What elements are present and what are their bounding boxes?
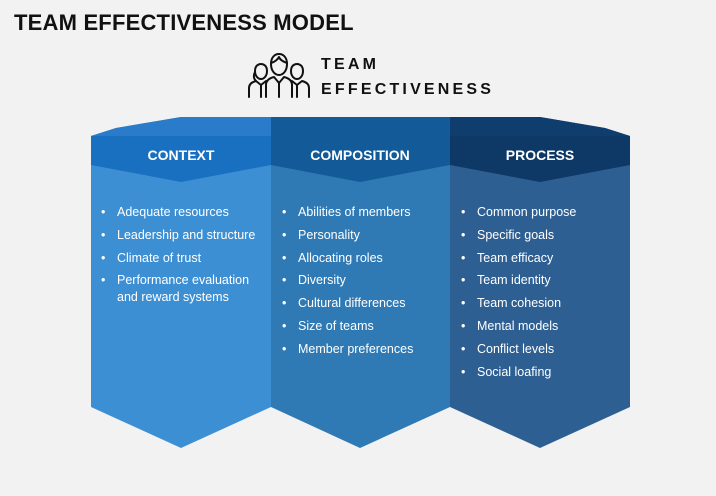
column-cap-composition bbox=[271, 117, 450, 182]
composition-list: Abilities of members Personality Allocat… bbox=[282, 204, 444, 364]
list-item: Social loafing bbox=[461, 364, 623, 381]
process-list: Common purpose Specific goals Team effic… bbox=[461, 204, 623, 386]
list-item: Team identity bbox=[461, 272, 623, 289]
list-item: Size of teams bbox=[282, 318, 444, 335]
list-item: Climate of trust bbox=[101, 250, 261, 267]
list-item: Personality bbox=[282, 227, 444, 244]
list-item: Allocating roles bbox=[282, 250, 444, 267]
list-item: Mental models bbox=[461, 318, 623, 335]
cap-top-context bbox=[91, 117, 271, 136]
list-item: Leadership and structure bbox=[101, 227, 261, 244]
list-item: Adequate resources bbox=[101, 204, 261, 221]
list-item: Specific goals bbox=[461, 227, 623, 244]
list-item: Performance evaluation and reward system… bbox=[101, 272, 261, 306]
list-item: Member preferences bbox=[282, 341, 444, 358]
team-people-icon bbox=[248, 53, 310, 98]
list-item: Cultural differences bbox=[282, 295, 444, 312]
cap-top-process bbox=[450, 117, 630, 136]
context-list: Adequate resources Leadership and struct… bbox=[101, 204, 261, 312]
list-item: Diversity bbox=[282, 272, 444, 289]
header-line-2: EFFECTIVENESS bbox=[321, 81, 495, 98]
header-label: TEAM EFFECTIVENESS bbox=[321, 52, 494, 102]
column-title-process: PROCESS bbox=[505, 147, 575, 163]
column-title-context: CONTEXT bbox=[147, 147, 215, 163]
column-title-composition: COMPOSITION bbox=[310, 147, 410, 163]
list-item: Team efficacy bbox=[461, 250, 623, 267]
list-item: Common purpose bbox=[461, 204, 623, 221]
list-item: Abilities of members bbox=[282, 204, 444, 221]
list-item: Team cohesion bbox=[461, 295, 623, 312]
page-title: TEAM EFFECTIVENESS MODEL bbox=[14, 10, 354, 35]
header-line-1: TEAM bbox=[321, 56, 380, 73]
list-item: Conflict levels bbox=[461, 341, 623, 358]
